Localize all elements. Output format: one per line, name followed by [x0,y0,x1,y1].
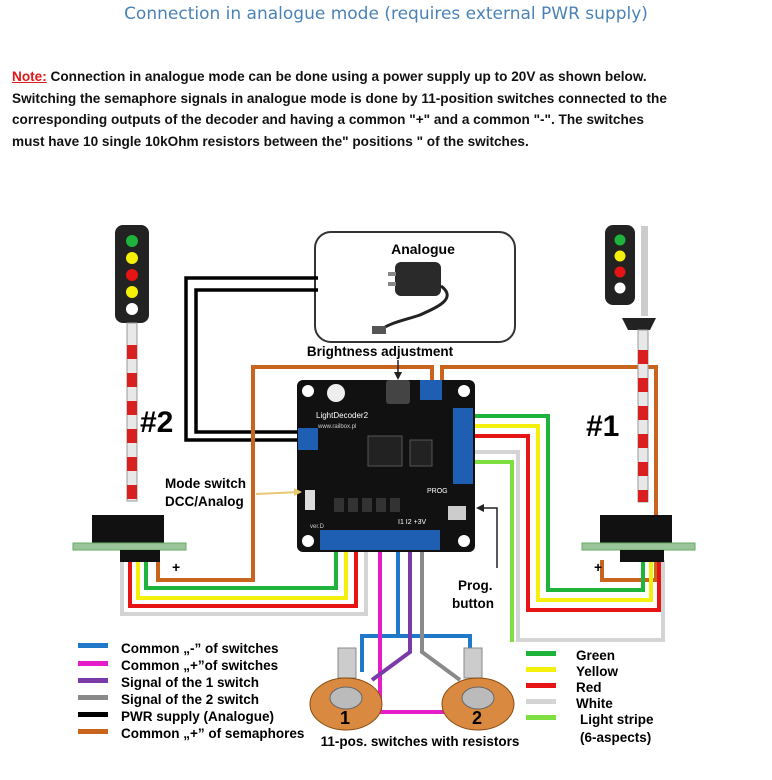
legend-right-label-5: Light stripe [580,712,654,727]
legend-left-swatch [78,678,108,683]
legend-right-swatch [526,667,556,672]
legend-right-label-6: (6-aspects) [580,730,651,745]
mode-switch[interactable] [305,490,315,510]
note-line-3: corresponding outputs of the decoder and… [12,112,644,127]
semaphore-left [72,225,187,562]
pwr-terminal-block [298,428,318,450]
legend-right-label-1: Green [576,648,615,663]
note-line-4: must have 10 single 10kOhm resistors bet… [12,133,529,149]
mode-switch-arrowhead [294,488,302,496]
prog-button[interactable] [448,506,466,520]
signal-right-label: #1 [586,410,619,443]
note-line-2: Switching the semaphore signals in analo… [12,90,667,106]
right-terminal-block [453,408,473,484]
legend-right-swatch [526,699,556,704]
legend-left-label-6: Common „+” of semaphores [121,726,304,741]
rotary-switch-1[interactable] [309,647,383,731]
note-line-1: Connection in analogue mode can be done … [46,69,647,84]
legend-left-label-1: Common „-” of switches [121,641,279,656]
page-title: Connection in analogue mode (requires ex… [124,4,648,24]
mode-switch-label-1: Mode switch [165,476,246,491]
legend-left: Common „-” of switches Common „+”of swit… [78,641,304,741]
right-signal-wires [473,414,665,642]
legend-right-label-3: Red [576,680,602,695]
legend-right-swatch [526,651,556,656]
brightness-arrowhead [394,372,402,380]
board-brand: LightDecoder2 [316,411,369,420]
switch-2-number: 2 [472,708,482,728]
pwr-supply-wires [184,276,318,442]
board-prog: PROG [427,488,448,495]
note-label: Note: [12,69,47,84]
semaphore-common-wire-right [440,365,658,582]
semaphore-right [581,225,696,562]
legend-right: Green Yellow Red White Light stripe (6-a… [526,648,654,745]
legend-left-swatch [78,695,108,700]
legend-left-swatch [78,712,108,717]
legend-right-label-2: Yellow [576,664,619,679]
prog-button-arrowhead [476,504,484,512]
legend-left-swatch [78,661,108,666]
legend-right-label-4: White [576,696,613,711]
decoder-board: LightDecoder2 www.railbox.pl PROG I1 I2 … [297,380,475,552]
mode-switch-label-2: DCC/Analog [165,494,244,509]
prog-button-label-1: Prog. [458,578,493,593]
legend-left-swatch [78,643,108,648]
prog-button-label-2: button [452,596,494,611]
left-signal-wires [120,548,368,616]
legend-left-label-5: PWR supply (Analogue) [121,709,274,724]
bottom-terminal-block [320,530,440,550]
board-inputs: I1 I2 +3V [398,519,427,526]
plus-left-label: + [172,559,180,575]
power-adapter-icon [372,262,449,334]
legend-left-label-4: Signal of the 2 switch [121,692,259,707]
prog-button-arrow [480,507,498,568]
switches-label: 11-pos. switches with resistors [321,734,520,749]
signal-left-label: #2 [140,406,173,439]
note-paragraph: Note: Connection in analogue mode can be… [12,66,764,152]
analogue-label: Analogue [391,241,455,257]
semaphore-common-wire-left [156,365,434,582]
legend-left-label-2: Common „+”of switches [121,658,278,673]
legend-left-swatch [78,729,108,734]
plus-right-label: + [594,559,602,575]
legend-left-label-3: Signal of the 1 switch [121,675,259,690]
board-version: ver.D [310,524,325,530]
brightness-label: Brightness adjustment [307,344,454,359]
brightness-potentiometer[interactable] [386,380,410,404]
legend-right-swatch [526,683,556,688]
legend-right-swatch [526,715,556,720]
mode-switch-arrow [255,491,301,495]
board-url: www.railbox.pl [317,424,356,430]
rotary-switch-2[interactable] [441,647,515,731]
switch-1-number: 1 [340,708,350,728]
